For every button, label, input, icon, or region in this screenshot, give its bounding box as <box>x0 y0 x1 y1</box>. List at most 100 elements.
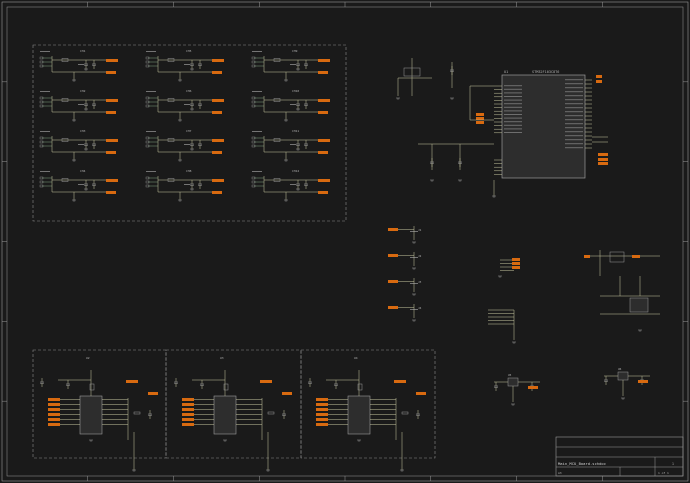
mcu-pin-name <box>565 111 583 113</box>
mcu-pin-name <box>565 107 583 109</box>
driver-ic <box>213 395 237 435</box>
channel-cell: CH1 <box>39 49 118 82</box>
capacitor <box>604 376 608 385</box>
resistor <box>273 58 281 62</box>
channel-cell: CH9 <box>251 49 330 82</box>
channel-ref: CH8 <box>186 169 192 173</box>
regulator-ref: U6 <box>618 367 622 371</box>
driver-region-2 <box>165 349 302 459</box>
part-text <box>410 283 418 284</box>
capacitor <box>84 60 88 69</box>
pin-marker <box>251 64 256 68</box>
part-text <box>290 104 296 105</box>
driver-output-label <box>126 380 138 383</box>
pin-marker <box>145 140 150 144</box>
capacitor <box>84 180 88 189</box>
connector-ref: J3 <box>418 280 422 284</box>
channel-cell: CH6 <box>145 89 224 122</box>
resistor <box>61 178 69 182</box>
mcu-net-label <box>476 113 484 116</box>
mcu-pin-name <box>565 91 583 93</box>
resistor <box>267 411 275 415</box>
capacitor <box>92 180 96 189</box>
output-net-label <box>318 71 328 74</box>
driver-input-label <box>316 398 328 401</box>
resistor <box>401 411 409 415</box>
connector-ref: J2 <box>418 254 422 258</box>
pin-marker <box>251 136 256 140</box>
resistor <box>167 178 175 182</box>
mcu-net-label <box>598 162 608 165</box>
part-text <box>146 51 156 52</box>
regulator-body <box>617 371 629 381</box>
capacitor <box>308 378 312 387</box>
channel-ref: CH5 <box>186 49 192 53</box>
capacitor <box>190 100 194 109</box>
channel-cell: CH11 <box>251 129 330 162</box>
output-net-label <box>106 71 116 74</box>
pin-marker <box>39 140 44 144</box>
output-net-label <box>318 59 330 62</box>
capacitor <box>84 100 88 109</box>
pin-marker <box>39 176 44 180</box>
pin-marker <box>39 180 44 184</box>
pin-marker <box>145 64 150 68</box>
mcu-net-label <box>598 158 608 161</box>
usb-net-label <box>584 255 590 258</box>
mcu-pin-name <box>565 87 583 89</box>
channel-cell: CH10 <box>251 89 330 122</box>
part-text <box>290 144 296 145</box>
part-text <box>410 309 418 310</box>
header-net-label <box>512 262 520 265</box>
mcu-name: STM32F103C8T6 <box>532 70 559 74</box>
output-net-label <box>318 191 328 194</box>
mcu-pin-name <box>504 121 522 123</box>
output-net-label <box>318 99 330 102</box>
crystal <box>403 67 421 77</box>
channel-ref: CH6 <box>186 89 192 93</box>
driver-ref: U4 <box>354 356 358 360</box>
connector: J4 <box>388 304 422 322</box>
pin-marker <box>39 136 44 140</box>
capacitor <box>190 60 194 69</box>
capacitor <box>334 380 338 389</box>
mcu-net-label <box>476 117 484 120</box>
part-text <box>78 184 84 185</box>
driver-input-label <box>48 398 60 401</box>
output-net-label <box>318 111 328 114</box>
driver-input-label <box>48 403 60 406</box>
driver-input-label <box>182 403 194 406</box>
part-text <box>410 231 418 232</box>
regulator-net-label <box>528 386 538 389</box>
resistor <box>223 383 229 391</box>
channel-ref: CH12 <box>292 169 299 173</box>
pin-marker <box>251 56 256 60</box>
output-net-label <box>212 139 224 142</box>
mcu-pin-name <box>565 103 583 105</box>
capacitor <box>148 410 152 419</box>
pin-marker <box>39 144 44 148</box>
usb-ic <box>629 297 649 313</box>
channel-ref: CH7 <box>186 129 192 133</box>
part-text <box>184 64 190 65</box>
capacitor <box>304 60 308 69</box>
mcu-pin-name <box>504 124 522 126</box>
driver-input-label <box>182 398 194 401</box>
channel-ref: CH2 <box>80 89 86 93</box>
pin-marker <box>39 64 44 68</box>
part-text <box>184 184 190 185</box>
mcu-body <box>501 74 586 179</box>
capacitor <box>450 66 454 75</box>
pin-marker <box>145 176 150 180</box>
channel-ref: CH1 <box>80 49 86 53</box>
driver-ic <box>79 395 103 435</box>
mcu-pin-name <box>504 103 522 105</box>
pin-marker <box>145 56 150 60</box>
capacitor <box>198 100 202 109</box>
pin-marker <box>145 60 150 64</box>
mcu-net-label <box>596 80 602 83</box>
driver-output-label <box>394 380 406 383</box>
capacitor <box>200 380 204 389</box>
